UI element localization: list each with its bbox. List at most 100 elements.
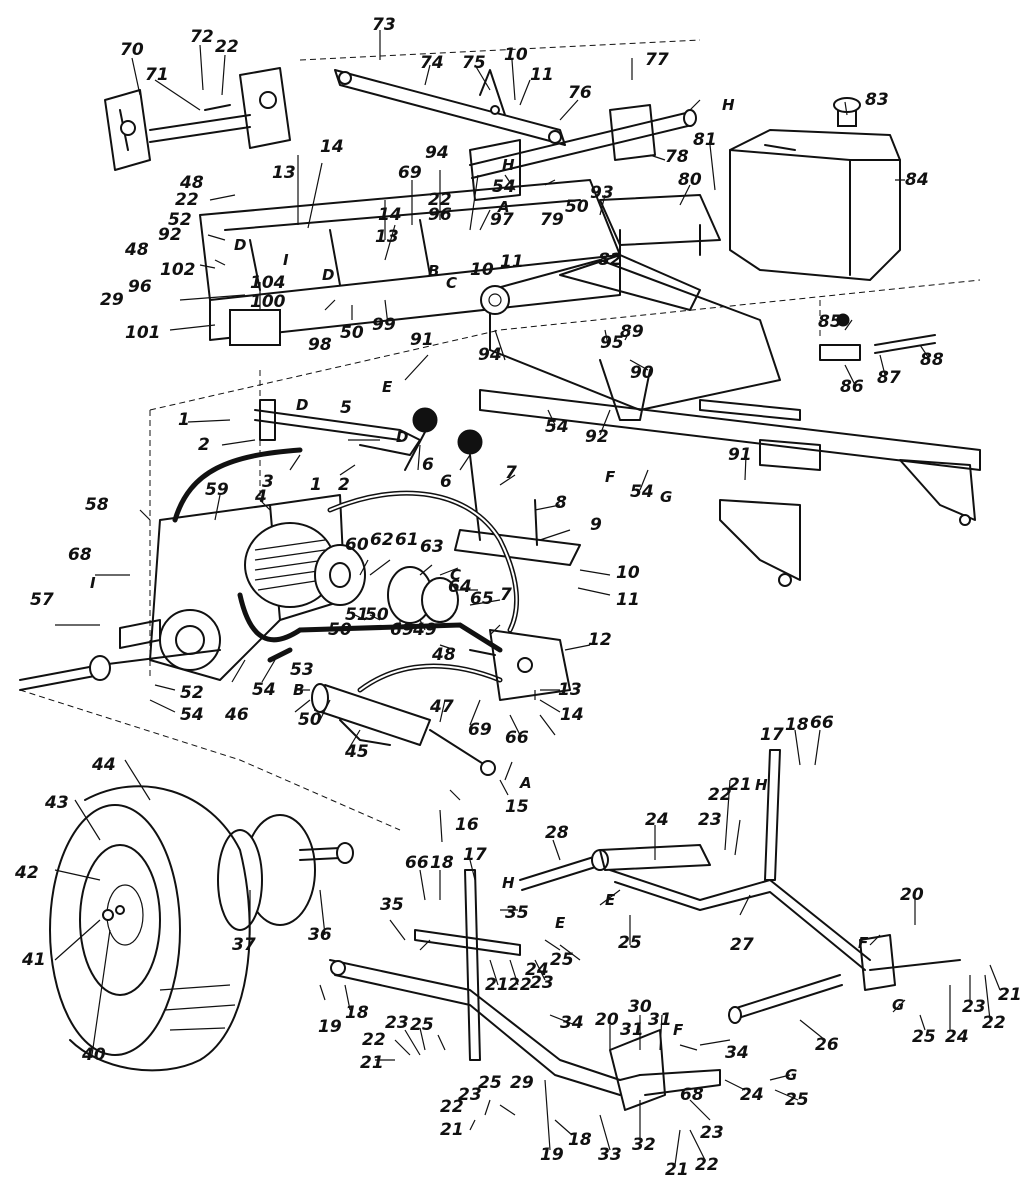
part-label-103: 102 [160, 260, 196, 280]
ref-letter-f: F [673, 1021, 684, 1039]
part-label-97: 96 [428, 205, 452, 225]
part-label-23: 23 [962, 997, 986, 1017]
part-label-46: 47 [429, 697, 454, 717]
ref-letter-g: G [660, 488, 672, 506]
part-label-53: 54 [252, 680, 276, 700]
part-label-24: 24 [945, 1027, 969, 1047]
part-label-86: 85 [818, 312, 842, 332]
part-label-18: 18 [345, 1003, 369, 1023]
part-label-20: 20 [595, 1010, 619, 1030]
part-label-47: 48 [124, 240, 149, 260]
ref-letter-d: D [322, 266, 334, 284]
part-label-73: 72 [190, 27, 214, 47]
part-label-91: 90 [630, 363, 654, 383]
ref-letter-h: H [502, 874, 515, 892]
part-label-63: 64 [448, 577, 472, 597]
connecting-bar [334, 69, 566, 146]
part-label-44: 45 [344, 742, 369, 762]
part-label-64: 65 [470, 589, 494, 609]
part-label-7: 7 [505, 463, 517, 483]
part-label-48: 49 [412, 620, 437, 640]
part-label-23: 23 [458, 1085, 482, 1105]
part-label-51: 50 [298, 710, 322, 730]
part-label-49: 50 [365, 605, 389, 625]
part-label-18: 18 [785, 715, 809, 735]
part-label-54: 52 [168, 210, 192, 230]
part-label-85: 84 [905, 170, 929, 190]
part-label-25: 25 [550, 950, 574, 970]
part-label-9: 9 [590, 515, 602, 535]
transmission [19, 494, 459, 691]
part-label-10: 10 [616, 563, 640, 583]
ref-letter-b: B [428, 262, 439, 280]
wheel-hub [217, 814, 354, 931]
part-label-82: 81 [693, 130, 717, 150]
ref-letter-d: D [296, 396, 308, 414]
part-label-52: 53 [290, 660, 314, 680]
part-label-5: 5 [340, 398, 352, 418]
part-label-32: 32 [632, 1135, 656, 1155]
part-label-88: 87 [877, 368, 901, 388]
part-label-66: 66 [405, 853, 429, 873]
part-label-25: 25 [618, 933, 642, 953]
part-label-50: 51 [345, 605, 369, 625]
part-label-17: 17 [760, 725, 784, 745]
part-label-41: 42 [14, 863, 39, 883]
ref-letter-h: H [502, 156, 515, 174]
part-label-12: 12 [588, 630, 612, 650]
part-label-67: 68 [68, 545, 92, 565]
part-label-21: 21 [728, 775, 752, 795]
part-label-43: 44 [91, 755, 116, 775]
part-label-58: 59 [205, 480, 229, 500]
part-label-21: 21 [360, 1053, 384, 1073]
lift-cylinder [311, 683, 496, 776]
part-label-22: 22 [175, 190, 199, 210]
part-label-11: 11 [616, 590, 640, 610]
part-label-47: 48 [179, 173, 204, 193]
part-label-2: 2 [198, 435, 210, 455]
part-label-77: 76 [568, 83, 592, 103]
part-label-61: 62 [370, 530, 394, 550]
part-label-72: 71 [145, 65, 169, 85]
part-label-28: 28 [545, 823, 569, 843]
part-label-95: 94 [478, 345, 502, 365]
part-label-22: 22 [440, 1097, 464, 1117]
ref-letter-d: D [396, 428, 408, 446]
part-label-6: 6 [422, 455, 434, 475]
ref-letter-f: F [605, 468, 616, 486]
reference-letters: H H A D D I B C E D D F G C I B A H H E … [90, 96, 904, 1084]
part-label-33: 33 [598, 1145, 622, 1165]
part-label-19: 19 [318, 1017, 342, 1037]
part-label-22: 22 [708, 785, 732, 805]
part-label-69: 68 [680, 1085, 704, 1105]
part-label-101: 100 [250, 292, 286, 312]
part-label-99: 98 [308, 335, 332, 355]
part-label-62: 63 [420, 537, 444, 557]
part-label-102: 101 [125, 323, 161, 343]
part-label-25: 25 [785, 1090, 809, 1110]
part-label-34: 34 [560, 1013, 584, 1033]
ref-letter-c: C [446, 274, 457, 292]
part-label-104: 104 [250, 273, 286, 293]
control-rods [254, 399, 421, 456]
part-label-56: 57 [30, 590, 54, 610]
part-label-18: 18 [568, 1130, 592, 1150]
part-label-70: 69 [398, 163, 422, 183]
main-frame [199, 179, 981, 587]
control-valve [469, 629, 571, 701]
part-label-10: 10 [504, 45, 528, 65]
part-label-76: 75 [462, 53, 486, 73]
part-label-34: 34 [725, 1043, 749, 1063]
part-label-25: 25 [478, 1073, 502, 1093]
part-label-37: 37 [232, 935, 256, 955]
part-label-30: 30 [628, 997, 652, 1017]
rear-tire [49, 785, 251, 1072]
part-label-45: 46 [224, 705, 249, 725]
part-label-8: 8 [555, 493, 567, 513]
part-label-89: 88 [920, 350, 944, 370]
part-label-92: 91 [410, 330, 434, 350]
hydraulic-hoses [172, 447, 520, 693]
part-label-78: 77 [645, 50, 669, 70]
part-label-22: 22 [362, 1030, 386, 1050]
part-label-24: 24 [645, 810, 669, 830]
